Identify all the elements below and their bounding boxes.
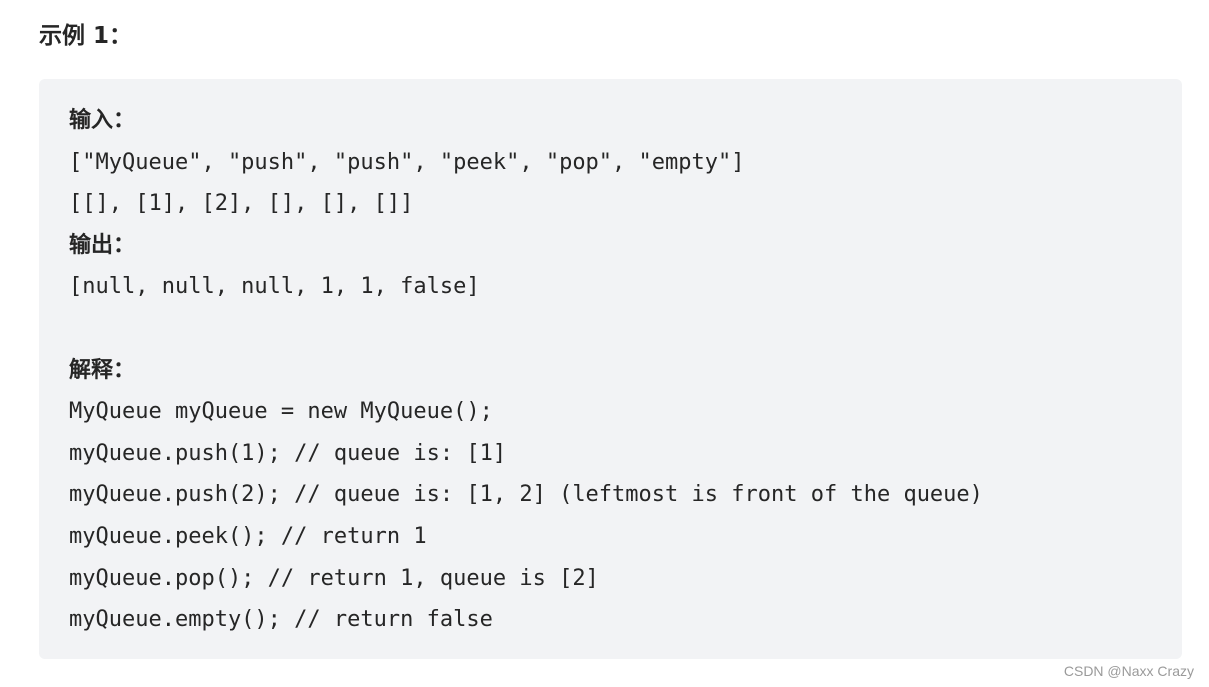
output-label: 输出： bbox=[69, 231, 136, 258]
explanation-label: 解释： bbox=[69, 356, 136, 383]
input-label: 输入： bbox=[69, 107, 136, 133]
code-line-push-2: myQueue.push(2); // queue is: [1, 2] (le… bbox=[69, 482, 983, 508]
code-line-peek: myQueue.peek(); // return 1 bbox=[69, 523, 427, 549]
csdn-watermark: CSDN @Naxx Crazy bbox=[1063, 663, 1194, 679]
code-line-output: [null, null, null, 1, 1, false] bbox=[69, 274, 480, 300]
code-line-blank bbox=[69, 308, 1182, 350]
code-line-operations: ["MyQueue", "push", "push", "peek", "pop… bbox=[69, 149, 745, 175]
code-line-push-1: myQueue.push(1); // queue is: [1] bbox=[69, 440, 507, 466]
example-heading: 示例 1： bbox=[39, 23, 133, 49]
code-line-empty: myQueue.empty(); // return false bbox=[69, 607, 493, 633]
code-line-constructor: MyQueue myQueue = new MyQueue(); bbox=[69, 399, 493, 425]
code-line-pop: myQueue.pop(); // return 1, queue is [2] bbox=[69, 565, 599, 591]
code-block: 输入： ["MyQueue", "push", "push", "peek", … bbox=[39, 79, 1182, 659]
code-line-arguments: [[], [1], [2], [], [], []] bbox=[69, 191, 414, 217]
